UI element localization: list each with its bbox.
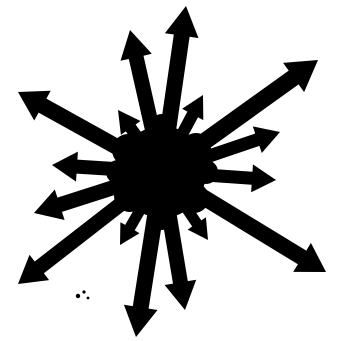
burst-center-blob xyxy=(148,114,176,142)
ink-speck xyxy=(87,297,90,300)
burst-center-blob xyxy=(181,133,211,163)
burst-center-blob xyxy=(106,160,130,184)
burst-center-blob xyxy=(194,160,218,184)
ink-speck xyxy=(76,294,80,298)
ink-speck xyxy=(82,290,85,293)
burst-center-blob xyxy=(148,202,176,230)
burst-center-blob xyxy=(179,183,209,213)
burst-center-blob xyxy=(114,180,146,212)
